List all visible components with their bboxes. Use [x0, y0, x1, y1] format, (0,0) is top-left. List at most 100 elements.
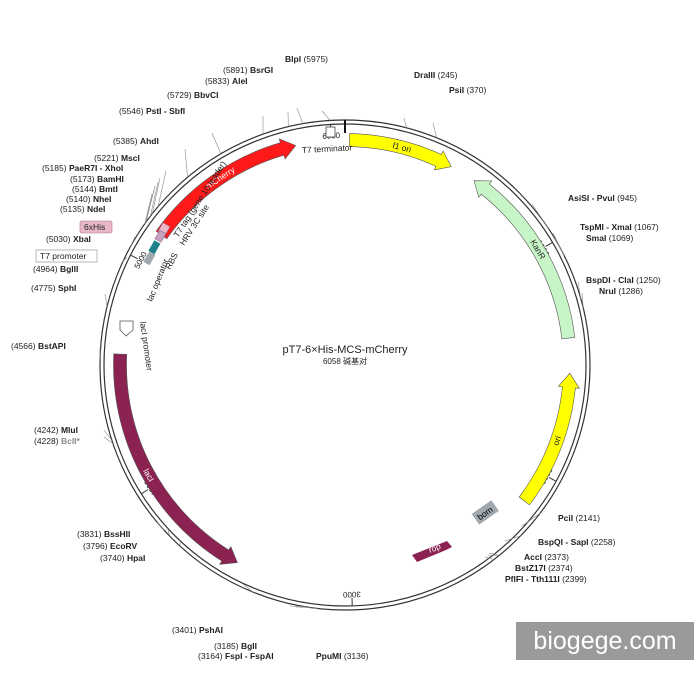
- site-name: BglII: [60, 264, 78, 274]
- site-position: (3740): [100, 553, 125, 563]
- site-label: (5030) XbaI: [46, 234, 91, 244]
- site-label: (5546) PstI - SbfI: [119, 106, 185, 116]
- site-position: (5833): [205, 76, 230, 86]
- site-leader: [145, 189, 155, 223]
- site-position: (4228): [34, 436, 59, 446]
- site-leader: [296, 107, 304, 124]
- site-name: DraIII: [414, 70, 435, 80]
- site-label: (5173) BamHI: [70, 174, 124, 184]
- site-position: (245): [438, 70, 458, 80]
- site-label: DraIII (245): [414, 70, 458, 80]
- site-label: AccI (2373): [524, 552, 569, 562]
- site-position: (945): [617, 193, 637, 203]
- t7-terminator-box: [325, 126, 336, 138]
- hrv-segment: [154, 229, 167, 243]
- site-name: BbvCI: [194, 90, 219, 100]
- site-name: PshAI: [199, 625, 223, 635]
- site-label: BspQI - SapI (2258): [538, 537, 616, 547]
- t7-terminator-label: T7 terminator: [302, 142, 353, 155]
- site-label: (5140) NheI: [66, 194, 111, 204]
- site-position: (370): [467, 85, 487, 95]
- his-tag-feature: 6xHis: [79, 220, 113, 234]
- site-name: AccI: [524, 552, 542, 562]
- site-name: EcoRV: [110, 541, 138, 551]
- site-leader: [167, 529, 171, 537]
- rbs-segment: [148, 240, 161, 255]
- site-label: (3164) FspI - FspAI: [198, 651, 274, 661]
- site-position: (5221): [94, 153, 119, 163]
- site-label: NruI (1286): [599, 286, 643, 296]
- t7-tag-label: T7 tag (gene 10 leader): [171, 159, 228, 239]
- feature-label: f1 ori: [391, 140, 412, 154]
- site-name: BglI: [241, 641, 257, 651]
- site-position: (2141): [576, 513, 601, 523]
- site-label: TspMI - XmaI (1067): [580, 222, 659, 232]
- site-position: (3164): [198, 651, 223, 661]
- site-position: (4566): [11, 341, 36, 351]
- tick-mark: [141, 489, 149, 495]
- site-label: (5833) AleI: [205, 76, 248, 86]
- site-label: (3185) BglI: [214, 641, 257, 651]
- site-label: PpuMI (3136): [316, 651, 369, 661]
- rop-label: rop: [427, 541, 442, 555]
- site-name: BspDI - ClaI: [586, 275, 634, 285]
- site-name: AsiSI - PvuI: [568, 193, 615, 203]
- site-position: (1069): [609, 233, 634, 243]
- site-name: BamHI: [97, 174, 124, 184]
- mcs-segments: [143, 222, 171, 266]
- site-leader: [581, 292, 584, 308]
- restriction-sites: BlpI (5975)(5891) BsrGI(5833) AleI(5729)…: [11, 54, 661, 661]
- site-leader: [156, 521, 165, 531]
- site-name: PsiI: [449, 85, 464, 95]
- site-position: (2399): [562, 574, 587, 584]
- site-name: AleI: [232, 76, 248, 86]
- site-position: (4242): [34, 425, 59, 435]
- lac-operator-segment: [143, 251, 156, 266]
- site-leader: [521, 512, 541, 527]
- laci-promoter-feature: [119, 320, 134, 337]
- site-label: SmaI (1069): [586, 233, 633, 243]
- feature-kanr: [473, 180, 576, 340]
- site-leader: [211, 132, 222, 154]
- site-name: BstZ17I: [515, 563, 546, 573]
- site-position: (5173): [70, 174, 95, 184]
- feature-ori: [518, 372, 580, 506]
- site-name: XbaI: [73, 234, 91, 244]
- site-position: (5185): [42, 163, 67, 173]
- rop-feature: rop: [412, 541, 452, 562]
- site-position: (5135): [60, 204, 85, 214]
- site-label: (4228) BclI*: [34, 436, 81, 446]
- site-label: (5135) NdeI: [60, 204, 105, 214]
- site-label: (5385) AhdI: [113, 136, 159, 146]
- site-label: PsiI (370): [449, 85, 487, 95]
- site-position: (5891): [223, 65, 248, 75]
- site-label: (3740) HpaI: [100, 553, 145, 563]
- t7-promoter-box: [35, 249, 98, 263]
- site-name: BmtI: [99, 184, 118, 194]
- site-label: (5221) MscI: [94, 153, 140, 163]
- site-name: SmaI: [586, 233, 606, 243]
- site-name: BlpI: [285, 54, 301, 64]
- feature-label: ori: [551, 434, 564, 446]
- feature-mcherry: [155, 138, 297, 240]
- site-label: AsiSI - PvuI (945): [568, 193, 637, 203]
- bom-box: [471, 500, 499, 525]
- site-name: BspQI - SapI: [538, 537, 589, 547]
- site-leader: [122, 256, 128, 262]
- site-label: (4566) BstAPI: [11, 341, 66, 351]
- site-leader: [484, 556, 495, 560]
- site-position: (5546): [119, 106, 144, 116]
- t7-promoter-feature: T7 promoter: [35, 249, 98, 263]
- site-label: (5185) PaeR7I - XhoI: [42, 163, 123, 173]
- site-name: HpaI: [127, 553, 145, 563]
- site-name: MluI: [61, 425, 78, 435]
- site-leader: [103, 429, 113, 441]
- site-position: (3796): [83, 541, 108, 551]
- site-leader: [104, 293, 108, 307]
- site-position: (5140): [66, 194, 91, 204]
- site-name: AhdI: [140, 136, 159, 146]
- site-leader: [531, 203, 549, 229]
- laci-promoter-label: lacI promoter: [138, 321, 155, 372]
- site-label: (4964) BglII: [33, 264, 78, 274]
